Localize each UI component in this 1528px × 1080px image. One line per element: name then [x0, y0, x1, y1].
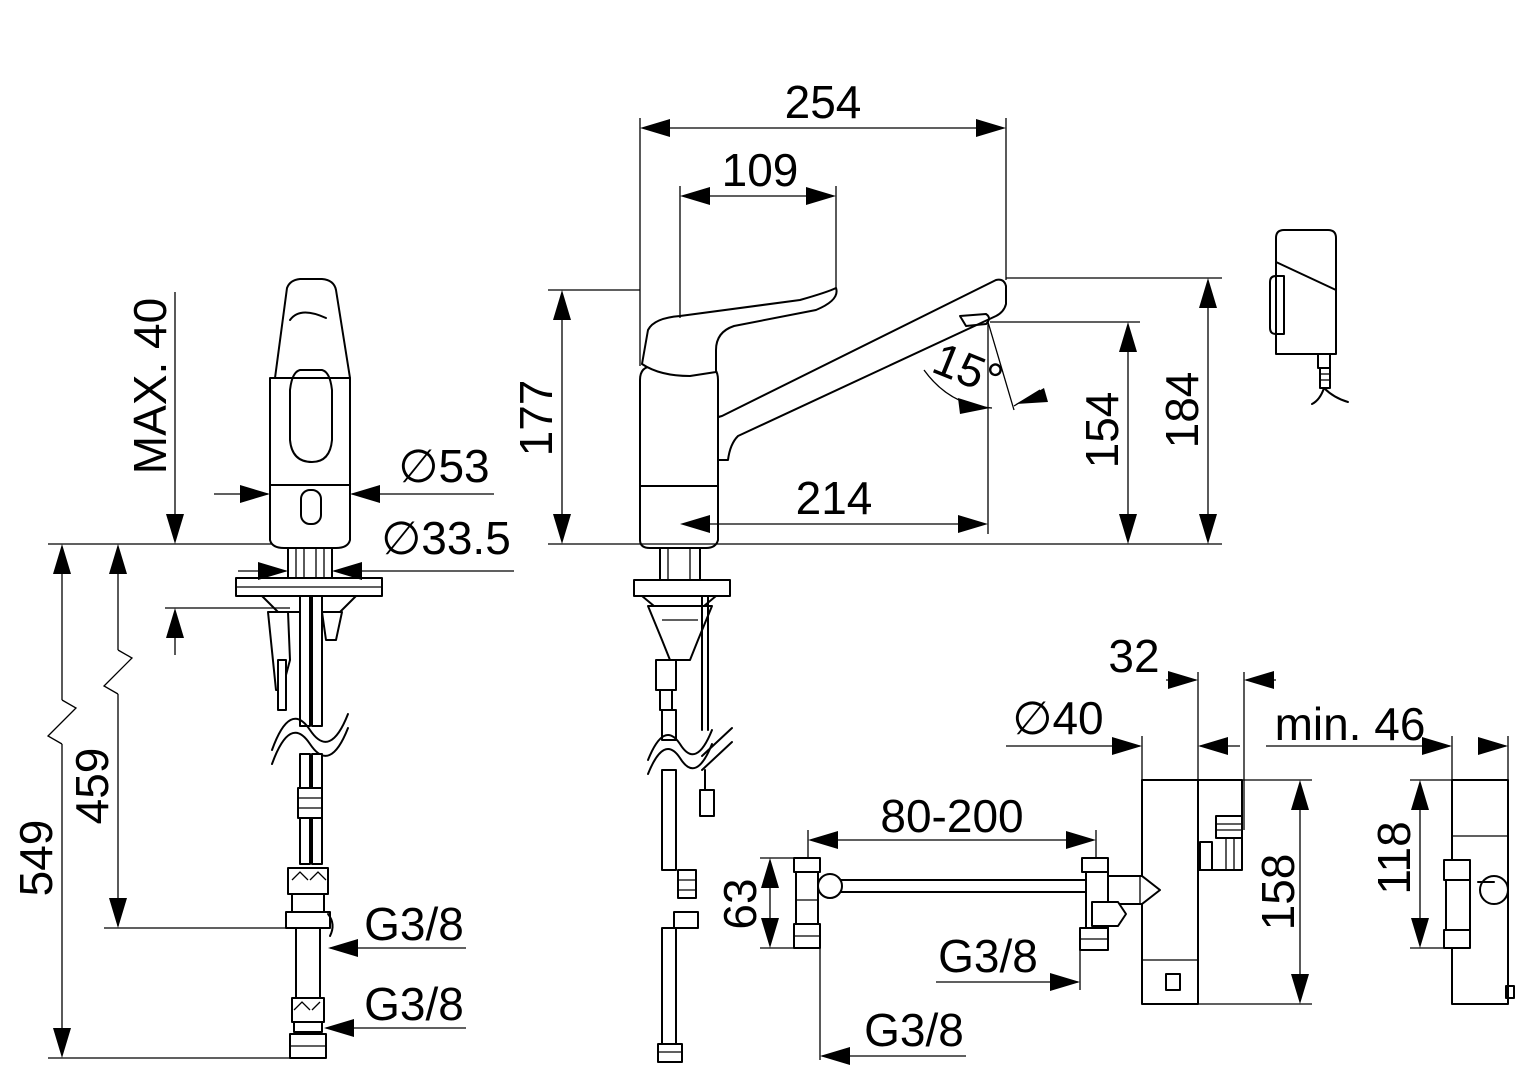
dim-32: 32 [1108, 630, 1159, 682]
dim-min-46: min. 46 [1275, 698, 1426, 750]
dim-158: 158 [1252, 854, 1304, 931]
dim-254: 254 [785, 76, 862, 128]
mixer-valve-side [1443, 779, 1515, 1005]
dim-max-40: MAX. 40 [124, 298, 176, 474]
dim-thread-g38-lower: G3/8 [364, 978, 464, 1030]
dim-thread-g38-mixer-right: G3/8 [938, 930, 1038, 982]
side-view-dimensions [548, 118, 1222, 545]
side-view-faucet [633, 278, 1007, 1063]
front-view-dimensions [46, 292, 514, 1059]
front-view-faucet [235, 278, 383, 1059]
dim-diameter-53: ∅53 [398, 440, 489, 492]
dim-63: 63 [714, 878, 766, 929]
dim-184: 184 [1156, 372, 1208, 449]
dim-549: 549 [10, 820, 62, 897]
dim-thread-g38-upper: G3/8 [364, 898, 464, 950]
dim-80-200: 80-200 [880, 790, 1023, 842]
dim-diameter-40: ∅40 [1012, 692, 1103, 744]
mixer-valve-front [793, 779, 1243, 1005]
mixer-dimensions [760, 671, 1509, 1065]
dim-109: 109 [722, 144, 799, 196]
dim-459: 459 [66, 748, 118, 825]
dim-thread-g38-mixer-left: G3/8 [864, 1004, 964, 1056]
sensor-box [1269, 229, 1349, 405]
dim-118: 118 [1368, 821, 1420, 894]
dim-214: 214 [796, 472, 873, 524]
dim-diameter-33-5: ∅33.5 [381, 512, 511, 564]
dim-154: 154 [1076, 392, 1128, 469]
dim-177: 177 [510, 380, 562, 457]
